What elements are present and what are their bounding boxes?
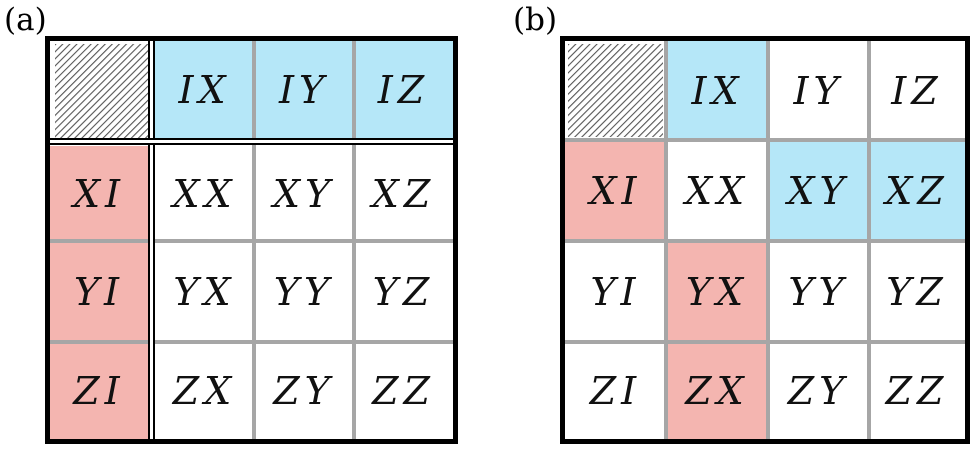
row-label-yi: YI: [50, 241, 148, 342]
cell-zz: ZZ: [354, 342, 453, 439]
header-cell-iy: IY: [768, 41, 869, 140]
header-cell-ix: IX: [155, 41, 254, 138]
cell-yz: YZ: [354, 241, 453, 342]
hatched-corner: [55, 44, 150, 139]
header-separator-vertical: [148, 41, 155, 439]
cell-zz: ZZ: [869, 342, 965, 439]
panel-b-grid: IX IY IZ XI XX XY XZ YI YX YY YZ ZI ZX Z…: [560, 36, 970, 444]
cell-zx: ZX: [155, 342, 254, 439]
cell-yz: YZ: [869, 241, 965, 342]
cell-yy: YY: [768, 241, 869, 342]
cell-xz: XZ: [869, 140, 965, 241]
header-cell-iy: IY: [254, 41, 354, 138]
cell-xy: XY: [768, 140, 869, 241]
cell-xz: XZ: [354, 146, 453, 241]
cell-zx: ZX: [666, 342, 768, 439]
header-cell-iz: IZ: [869, 41, 965, 140]
cell-xx: XX: [666, 140, 768, 241]
hatched-corner: [568, 44, 663, 137]
row-label-yi: YI: [565, 241, 666, 342]
cell-yx: YX: [155, 241, 254, 342]
cell-zy: ZY: [254, 342, 354, 439]
cell-xx: XX: [155, 146, 254, 241]
row-label-xi: XI: [50, 146, 148, 241]
grid-line: [50, 239, 453, 243]
grid-line: [565, 138, 965, 142]
panel-a-label: (a): [4, 2, 47, 38]
header-cell-iz: IZ: [354, 41, 453, 138]
cell-yx: YX: [666, 241, 768, 342]
grid-line: [50, 340, 453, 344]
cell-yy: YY: [254, 241, 354, 342]
grid-line: [565, 239, 965, 243]
row-label-xi: XI: [565, 140, 666, 241]
panel-a-grid: IX IY IZ XI XX XY XZ YI YX YY YZ ZI ZX Z…: [45, 36, 458, 444]
cell-xy: XY: [254, 146, 354, 241]
cell-zy: ZY: [768, 342, 869, 439]
row-label-zi: ZI: [565, 342, 666, 439]
grid-line: [565, 340, 965, 344]
header-cell-ix: IX: [667, 41, 768, 140]
header-separator-horizontal: [50, 138, 453, 145]
panel-b-label: (b): [513, 2, 558, 38]
row-label-zi: ZI: [50, 342, 148, 439]
